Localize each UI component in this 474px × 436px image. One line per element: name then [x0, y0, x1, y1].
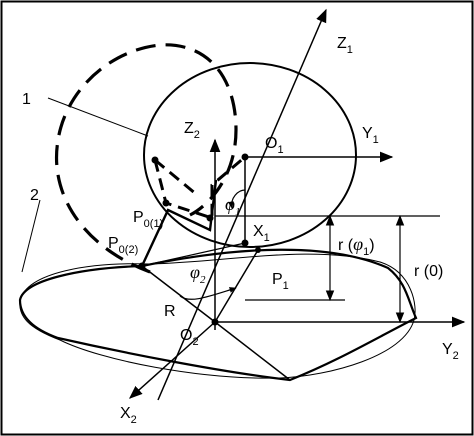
z1-axis	[157, 8, 327, 401]
cam-contour-1	[143, 62, 357, 248]
label-r-phi1: r (φ1)	[338, 234, 375, 258]
r-line-to-p02	[141, 265, 216, 323]
point-o1	[241, 153, 249, 161]
label-z1: Z1	[337, 35, 353, 56]
label-part-1: 1	[22, 91, 31, 108]
x2-axis	[128, 321, 216, 399]
point-x1	[241, 239, 249, 247]
label-r0: r (0)	[414, 263, 443, 280]
o2-p1-line	[214, 249, 259, 323]
dashed-linkage	[153, 155, 246, 221]
label-y1: Y1	[362, 125, 379, 146]
solid-linkage	[140, 179, 218, 267]
label-p01: P0(1)	[133, 209, 163, 230]
label-p02: P0(2)	[108, 235, 138, 256]
point-p02	[138, 262, 146, 270]
leader-part-2	[21, 199, 41, 273]
dashed-linkage-upper	[154, 158, 197, 196]
cam-contour-2-thick	[18, 248, 418, 382]
label-x2: X2	[120, 405, 137, 426]
label-x1: X1	[253, 223, 270, 244]
tangent-line	[141, 242, 246, 267]
label-z2: Z2	[184, 120, 200, 141]
angle-arc-phi1	[227, 189, 246, 209]
label-phi1: φ1	[225, 194, 240, 218]
r-radius-line	[214, 321, 291, 381]
label-p1: P1	[272, 271, 289, 292]
label-o1: O1	[265, 135, 284, 156]
point-p1	[255, 247, 261, 253]
label-phi2: φ2	[190, 262, 206, 286]
label-o2: O2	[180, 327, 199, 348]
label-part-2: 2	[30, 187, 39, 204]
label-R: R	[164, 303, 176, 320]
dashed-profile-initial	[55, 43, 238, 274]
point-p01	[162, 199, 170, 207]
point-o2	[211, 318, 219, 326]
label-y2: Y2	[442, 341, 459, 362]
leader-part-1	[47, 97, 149, 137]
point-upper-linkage	[151, 156, 159, 164]
point-linkage-mid	[206, 214, 214, 222]
angle-arc-phi2	[179, 287, 237, 300]
